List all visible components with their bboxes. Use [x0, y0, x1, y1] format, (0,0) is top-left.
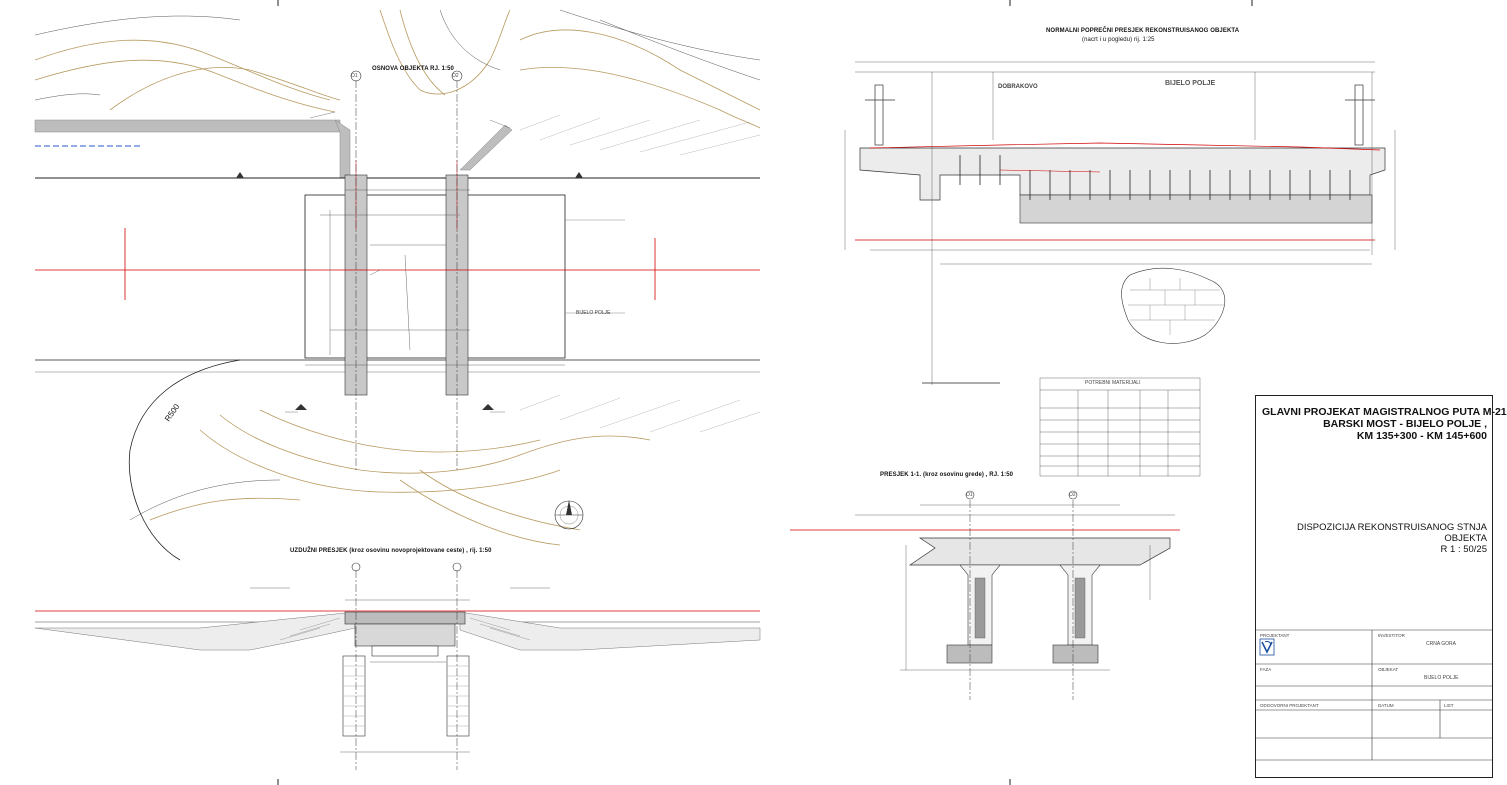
tb-sheet-label: LIST [1444, 703, 1454, 708]
tb-responsible-label: ODGOVORNI PROJEKTANT [1260, 703, 1319, 708]
project-title-line2: BARSKI MOST - BIJELO POLJE , [1323, 418, 1487, 430]
drawing-title-text: DISPOZICIJA REKONSTRUISANOG STNJA OBJEKT… [1296, 522, 1487, 544]
longitudinal-section [34, 562, 761, 770]
longitudinal-section-title: UZDUŽNI PRESJEK (kroz osovinu novoprojek… [290, 548, 492, 554]
axis-o2-label: O2 [452, 73, 459, 79]
plan-view [34, 9, 761, 561]
section-axis-o2-label: O2 [1069, 492, 1076, 498]
project-title: GLAVNI PROJEKAT MAGISTRALNOG PUTA M-21 B… [1262, 406, 1507, 442]
drawing-scale: R 1 : 50/25 [1440, 544, 1487, 555]
materials-table [1039, 377, 1201, 477]
plan-view-title: OSNOVA OBJEKTA RJ. 1:50 [372, 66, 454, 72]
tb-designer-label: PROJEKTANT [1260, 633, 1290, 638]
direction-dobrakovo: DOBRAKOVO [998, 84, 1038, 90]
direction-bijelo-polje-plan: BIJELO POLJE [576, 310, 611, 316]
tb-investor-label: INVESTITOR [1378, 633, 1405, 638]
section-1-1-title: PRESJEK 1-1. (kroz osovinu grede) , RJ. … [880, 472, 1014, 478]
cross-section [844, 61, 1396, 385]
drawing-title: DISPOZICIJA REKONSTRUISANOG STNJA OBJEKT… [1262, 522, 1487, 555]
cross-section-subtitle: (nacrt i u pogledu) rij. 1:25 [1082, 37, 1155, 43]
designer-logo [1259, 638, 1275, 656]
cross-section-title: NORMALNI POPREČNI PRESJEK REKONSTRUISANO… [1046, 28, 1240, 34]
project-title-line3: KM 135+300 - KM 145+600 [1356, 430, 1487, 442]
tb-investor-value: CRNA GORA [1426, 641, 1457, 647]
axis-o1-label: O1 [351, 73, 358, 79]
tb-object-value: BIJELO POLJE [1424, 675, 1459, 681]
project-title-line1: GLAVNI PROJEKAT MAGISTRALNOG PUTA M-21 [1262, 406, 1507, 418]
section-axis-o1-label: O1 [966, 492, 973, 498]
tb-object-label: OBJEKAT [1378, 667, 1399, 672]
tb-date-label: DATUM [1378, 703, 1394, 708]
title-block-lines [1255, 629, 1493, 761]
tb-phase-label: FAZA [1260, 667, 1272, 672]
section-1-1 [790, 490, 1180, 700]
title-block: GLAVNI PROJEKAT MAGISTRALNOG PUTA M-21 B… [1255, 395, 1507, 778]
materials-table-title: POTREBNI MATERIJALI [1085, 380, 1141, 386]
direction-bijelo-polje: BIJELO POLJE [1165, 80, 1216, 87]
